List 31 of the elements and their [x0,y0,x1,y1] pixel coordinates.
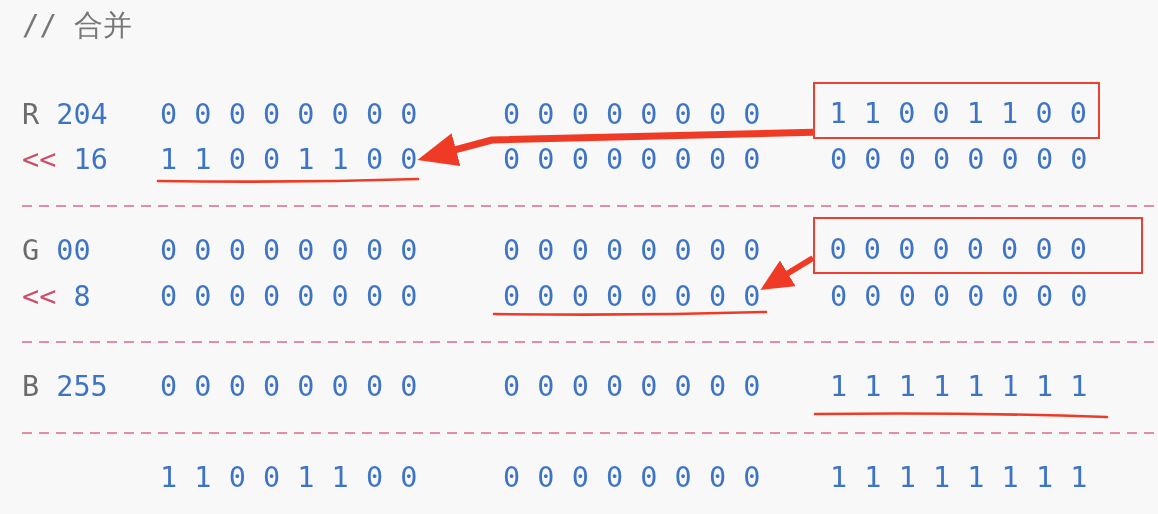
bit-group: 0 0 0 0 0 0 0 0 [830,282,1088,312]
channel-value: 255 [56,372,108,402]
bit-group: 0 0 0 0 0 0 0 0 [503,100,761,130]
bit-group: 0 0 0 0 0 0 0 0 [830,145,1088,175]
bit-group: 0 0 0 0 0 0 0 0 [503,145,761,175]
bit-group: 1 1 1 1 1 1 1 1 [830,463,1088,493]
bit-group: 1 1 0 0 1 1 0 0 [160,145,418,175]
shift-amount: 16 [73,145,108,175]
bit-group: 0 0 0 0 0 0 0 0 [503,372,761,402]
shift-operator: << [22,282,57,312]
bit-group: 0 0 0 0 0 0 0 0 [160,372,418,402]
bit-group: 1 1 1 1 1 1 1 1 [830,372,1088,402]
title: // 合并 [22,10,133,40]
channel-value: 00 [56,236,91,266]
bit-group: 0 0 0 0 0 0 0 0 [160,100,418,130]
shift-operator: << [22,145,57,175]
arrow [758,255,815,293]
bit-group: 1 1 0 0 1 1 0 0 [160,463,418,493]
arrow [416,128,814,167]
outlined-bit-group: 0 0 0 0 0 0 0 0 [813,217,1143,274]
bit-group: 0 0 0 0 0 0 0 0 [503,463,761,493]
bit-group: 0 0 0 0 0 0 0 0 [160,282,418,312]
bit-group: 0 0 0 0 0 0 0 0 [160,236,418,266]
bit-group: 0 0 0 0 0 0 0 0 [503,282,761,312]
channel-letter: R [22,100,40,130]
shift-amount: 8 [73,282,91,312]
channel-value: 204 [56,100,108,130]
outlined-bit-group: 1 1 0 0 1 1 0 0 [813,82,1100,139]
bit-group: 0 0 0 0 0 0 0 0 [503,236,761,266]
channel-letter: G [22,236,40,266]
channel-letter: B [22,372,40,402]
